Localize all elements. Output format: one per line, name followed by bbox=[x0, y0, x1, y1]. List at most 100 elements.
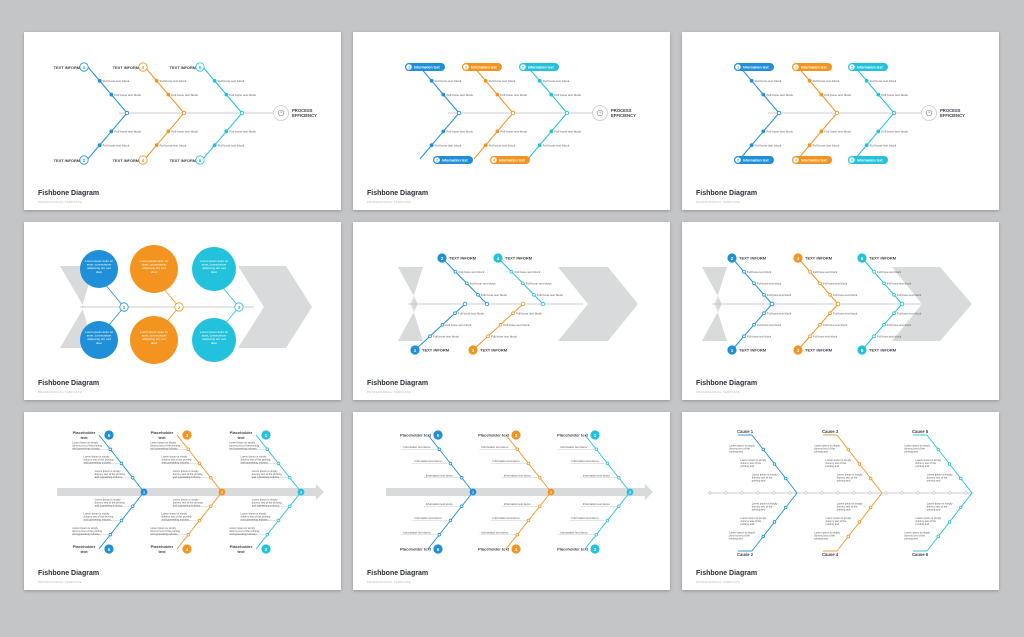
bone-label: printing and bbox=[741, 522, 755, 526]
number-label: 1 bbox=[414, 348, 417, 353]
joint-number: 1 bbox=[143, 490, 145, 494]
bone-label: printing and bbox=[752, 479, 766, 483]
bone-dot bbox=[166, 129, 171, 134]
bone-label: Full bone text block bbox=[459, 270, 485, 274]
number-label: 3 bbox=[515, 433, 518, 438]
process-label: EFFICIENCY bbox=[611, 113, 636, 118]
text-bubble bbox=[130, 316, 178, 364]
bone-dot bbox=[495, 92, 500, 97]
pill-label: Information text bbox=[442, 158, 468, 162]
number-label: 2 bbox=[441, 256, 444, 261]
info-pill bbox=[405, 63, 445, 71]
bone-dot bbox=[761, 534, 765, 539]
bone-label: Lorem ipsum is simply bbox=[814, 531, 840, 535]
bone-dot bbox=[537, 78, 542, 83]
pill-number: 3 bbox=[795, 65, 797, 69]
bone-line bbox=[419, 66, 460, 114]
bone-dot bbox=[784, 476, 788, 481]
slide-title: Fishbone Diagram bbox=[696, 570, 758, 577]
bone-label: Full bone text block bbox=[500, 130, 527, 134]
bone-label: printing and bbox=[752, 508, 766, 512]
bone-label: Full bone text block bbox=[229, 130, 256, 134]
pill-label: Information text bbox=[499, 158, 525, 162]
bone-label: dummy text of the printing bbox=[150, 443, 180, 447]
bubble-text: amet, consectetuer bbox=[202, 334, 227, 338]
bone-label: Full bone text block bbox=[218, 143, 245, 147]
fish-head-arrow bbox=[892, 267, 972, 341]
bone-label: printing and bbox=[916, 464, 930, 468]
bone-dot bbox=[846, 447, 850, 452]
joint-dot bbox=[899, 301, 905, 307]
bubble-text: diam bbox=[96, 341, 103, 345]
bone-dot bbox=[846, 534, 850, 539]
pill-badge bbox=[406, 64, 412, 70]
slide-subtitle: PROFESSIONAL TEMPLATE bbox=[696, 390, 740, 394]
bone-dot bbox=[532, 293, 536, 297]
head-label: TEXT INFORM bbox=[739, 256, 767, 261]
bone-label: Full bone text block bbox=[554, 130, 581, 134]
pill-number: 4 bbox=[795, 158, 797, 162]
bone-label: printing and bbox=[729, 537, 743, 541]
pill-number: 1 bbox=[737, 65, 739, 69]
number-badge bbox=[857, 345, 867, 355]
head-label: text bbox=[237, 435, 245, 440]
bone-label: dummy text of the bbox=[741, 519, 762, 523]
number-badge bbox=[437, 253, 447, 263]
bone-label: Full bone text block bbox=[813, 143, 840, 147]
info-pill bbox=[519, 63, 559, 71]
bone-dot bbox=[495, 129, 500, 134]
pill-number: 5 bbox=[522, 65, 524, 69]
bone-label: Full bone text block bbox=[489, 143, 516, 147]
bone-dot bbox=[749, 143, 754, 148]
number-badge bbox=[793, 345, 803, 355]
bone-label: Information text demo bbox=[415, 516, 442, 520]
bone-dot bbox=[511, 311, 515, 315]
bone-dot bbox=[762, 311, 766, 315]
cause-label: Cause 2 bbox=[737, 552, 754, 557]
bone-line bbox=[144, 66, 185, 114]
bone-line bbox=[473, 66, 514, 114]
bone-dot bbox=[869, 505, 873, 510]
bone-line bbox=[527, 66, 568, 114]
bone-label: printing and bbox=[826, 464, 840, 468]
bone-label: and typesetting industry. bbox=[95, 503, 123, 507]
bone-label: Full bone text block bbox=[229, 93, 256, 97]
number-badge bbox=[182, 544, 192, 554]
bone-label: dummy text of the printing bbox=[173, 500, 203, 504]
bubble-text: Lorem ipsum dolor sit bbox=[85, 330, 113, 334]
bone-label: Full bone text block bbox=[887, 282, 912, 286]
bone-line bbox=[144, 112, 185, 160]
bone-label: Full bone text block bbox=[481, 293, 507, 297]
number-badge bbox=[433, 544, 443, 554]
bone-line bbox=[797, 112, 838, 160]
bone-label: and typesetting industry. bbox=[229, 446, 257, 450]
bone-label: Full bone text block bbox=[813, 334, 838, 338]
number-label: 6 bbox=[437, 547, 440, 552]
number-label: 5 bbox=[437, 433, 440, 438]
number-badge bbox=[590, 544, 600, 554]
process-label: EFFICIENCY bbox=[292, 113, 317, 118]
joint-dot bbox=[239, 110, 245, 116]
bone-dot bbox=[549, 92, 554, 97]
pill-number: 4 bbox=[493, 158, 495, 162]
head-label: TEXT INFORM bbox=[113, 158, 139, 163]
bone-label: Full bone text block bbox=[114, 130, 141, 134]
bubble-text: Lorem ipsum dolor sit bbox=[140, 330, 168, 334]
number-label: 4 bbox=[142, 158, 145, 163]
bone-label: Full bone text block bbox=[537, 293, 563, 297]
cause-label: Cause 4 bbox=[822, 552, 839, 557]
bone-label: dummy text of the printing bbox=[229, 529, 259, 533]
bone-label: Full bone text block bbox=[755, 79, 782, 83]
bone-label: dummy text of the printing bbox=[84, 458, 114, 462]
